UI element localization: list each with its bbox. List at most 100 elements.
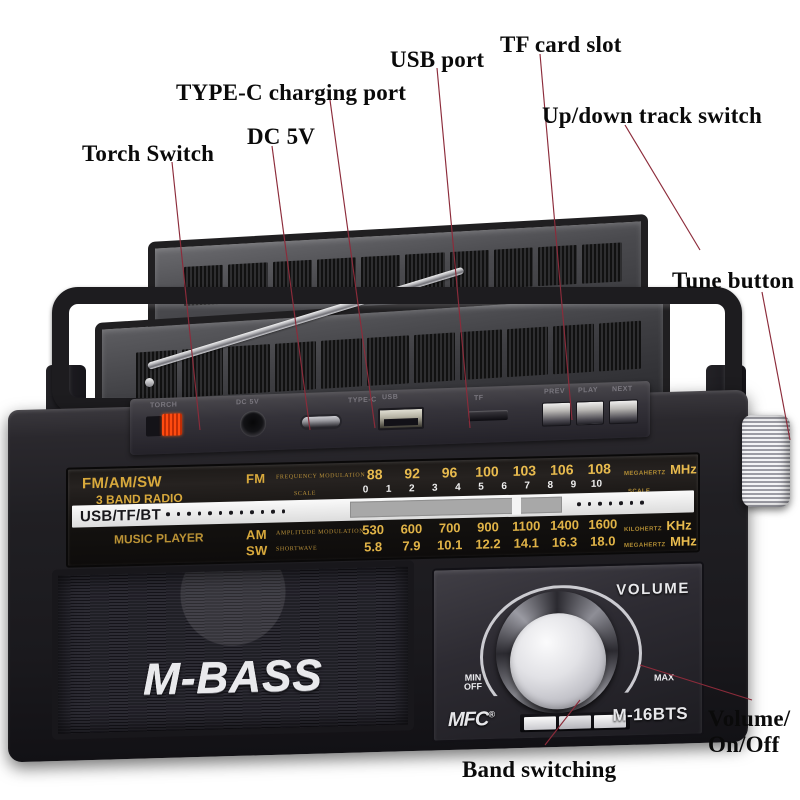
dial-number: 1100 (512, 518, 541, 534)
brand-text: MFC (448, 708, 489, 732)
dial-number: 8 (547, 479, 554, 491)
band-switch-pos-2[interactable] (559, 714, 591, 729)
play-button-label: PLAY (578, 386, 599, 395)
control-panel: VOLUME MIN OFF MAX MFC® M-16BTS (432, 561, 704, 743)
dial-number: 1 (385, 483, 392, 495)
dial-number: 0 (362, 484, 369, 496)
callout-tf-card-slot: TF card slot (500, 32, 622, 57)
dial-number: 2 (408, 483, 415, 495)
dial-band-fm-sub: FREQUENCY MODULATION (276, 472, 366, 481)
antenna-tip (145, 378, 154, 387)
dial-number: 1400 (550, 517, 579, 533)
usb-port-label: USB (382, 393, 399, 402)
prev-button-label: PREV (544, 387, 566, 396)
dial-number: 18.0 (590, 533, 616, 549)
tuning-needle-band (350, 496, 562, 518)
brand-mark: ® (488, 709, 494, 720)
dial-unit-fm-symbol: MHz (670, 461, 697, 477)
dial-number: 106 (550, 461, 574, 478)
callout-torch-switch: Torch Switch (82, 141, 215, 166)
dial-number: 6 (501, 480, 507, 493)
dial-number: 100 (475, 463, 499, 480)
dc-5v-jack[interactable] (240, 410, 266, 438)
dial-number: 88 (366, 466, 383, 483)
dial-number: 92 (404, 465, 420, 482)
callout-band-switching: Band switching (462, 757, 617, 782)
dial-unit-sw: MEGAHERTZ MHz (624, 532, 697, 552)
off-text: OFF (464, 681, 482, 693)
volume-label: VOLUME (616, 579, 690, 599)
tf-card-slot[interactable] (468, 409, 508, 422)
brand-logo: MFC® (448, 708, 494, 732)
dial-number: 3 (432, 482, 438, 494)
dial-unit-am-symbol: KHz (666, 517, 692, 534)
tuning-dial-plate: FM/AM/SW 3 BAND RADIO MUSIC PLAYER FM FR… (66, 452, 700, 568)
dial-unit-sw-word: MEGAHERTZ (624, 542, 666, 550)
tf-slot-label: TF (474, 394, 484, 403)
band-switch-pos-1[interactable] (524, 715, 556, 730)
speaker-brand-text: M-BASS (143, 650, 323, 705)
dial-dots-right (577, 500, 644, 507)
prev-track-button[interactable] (542, 401, 571, 427)
play-pause-button[interactable] (575, 400, 605, 426)
dial-dots-left (166, 509, 286, 517)
callout-dc-5v: DC 5V (247, 124, 316, 149)
dial-title-usb-tf-bt: USB/TF/BT (80, 505, 162, 525)
callout-line: On/Off (708, 731, 780, 757)
tuning-needle[interactable] (512, 496, 521, 515)
torch-switch-housing (146, 415, 162, 437)
dial-number: 12.2 (475, 536, 501, 552)
track-button-group (542, 399, 639, 427)
type-c-port-label: TYPE-C (348, 396, 377, 405)
dial-band-am-sub: AMPLITUDE MODULATION (276, 528, 365, 537)
dial-title-bands: FM/AM/SW (82, 473, 162, 493)
dial-number: 103 (512, 462, 537, 479)
dial-number: 600 (400, 521, 423, 537)
tune-knob[interactable] (742, 415, 790, 507)
torch-switch[interactable] (162, 413, 182, 436)
dial-number: 108 (587, 460, 611, 478)
dial-unit-fm-word: MEGAHERTZ (624, 470, 666, 478)
dial-number: 5.8 (364, 539, 383, 555)
dial-unit-sw-symbol: MHz (670, 533, 697, 549)
dial-number: 9 (570, 479, 577, 491)
dial-title-music-player: MUSIC PLAYER (114, 530, 204, 547)
volume-max-label: MAX (654, 672, 674, 683)
dial-band-sw: SW (246, 542, 268, 559)
model-number: M-16BTS (612, 703, 688, 725)
callout-line: Volume/ (708, 706, 791, 731)
dial-number: 4 (455, 482, 461, 494)
callout-volume-on-off: Volume/On/Off (708, 706, 800, 758)
radio-illustration: TORCH DC 5V TYPE-C USB TF PREV PLAY NEXT… (0, 214, 790, 775)
callout-type-c-port: TYPE-C charging port (176, 80, 407, 105)
dial-number: 1600 (588, 516, 618, 532)
dial-number: 96 (441, 464, 458, 481)
dial-band-am: AM (246, 526, 267, 543)
dial-number: 900 (477, 519, 499, 535)
dial-number: 700 (438, 520, 461, 536)
dial-scale-sub: SCALE (294, 490, 317, 498)
dial-number: 10.1 (437, 537, 463, 553)
next-track-button[interactable] (609, 399, 639, 425)
callout-tune-button: Tune button (672, 268, 795, 293)
dial-band-sw-sub: SHORTWAVE (276, 545, 318, 553)
dc-port-label: DC 5V (236, 398, 260, 407)
dial-band-fm: FM (246, 470, 266, 487)
callout-updown-track-switch: Up/down track switch (542, 103, 762, 128)
type-c-port[interactable] (300, 413, 342, 431)
dial-number: 7.9 (402, 538, 421, 554)
dial-unit-fm: MEGAHERTZ MHz (624, 460, 697, 480)
dial-number: 530 (362, 521, 384, 538)
volume-min-label: MIN OFF (464, 672, 482, 693)
dial-number: 5 (478, 481, 484, 493)
dial-number: 16.3 (551, 534, 578, 550)
speaker-grille: M-BASS (52, 560, 414, 740)
next-button-label: NEXT (612, 385, 633, 394)
dial-unit-am-word: KILOHERTZ (624, 526, 662, 534)
usb-port[interactable] (378, 406, 424, 431)
dial-number: 10 (590, 478, 603, 490)
callout-usb-port: USB port (390, 47, 485, 72)
dial-number: 7 (524, 480, 530, 492)
torch-port-label: TORCH (150, 401, 178, 410)
